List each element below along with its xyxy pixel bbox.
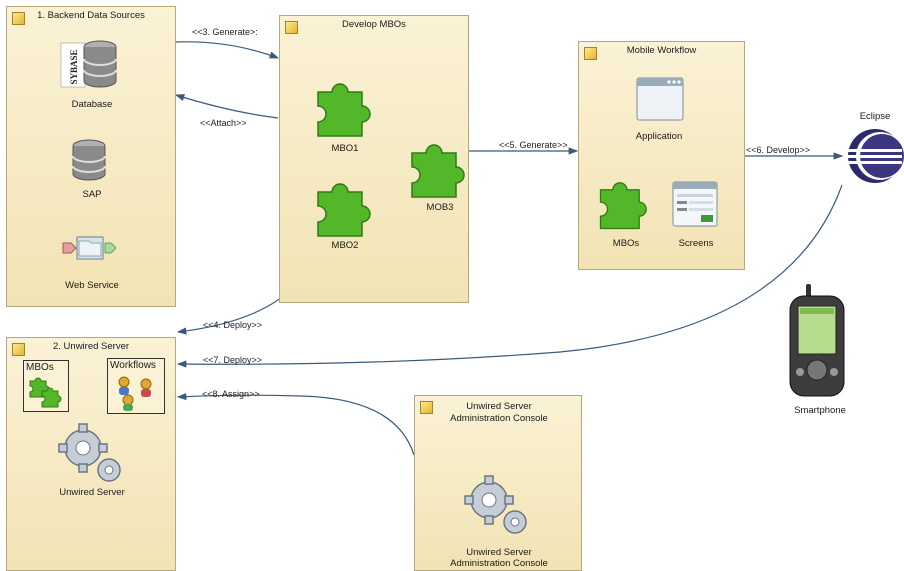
edge-label-generate-5: <<5. Generate>> xyxy=(499,140,568,150)
unwired-server-box[interactable]: 2. Unwired Server MBOs Workflows xyxy=(6,337,176,571)
mini-puzzle-icon xyxy=(28,375,64,414)
sap-database-icon xyxy=(71,139,107,188)
mob3-puzzle-icon xyxy=(408,137,474,204)
mob3-label: MOB3 xyxy=(426,202,454,213)
sybase-database-icon: SYBASE xyxy=(59,37,119,102)
edge-generate-backend-to-mbos xyxy=(175,41,280,59)
subbox-title: MBOs xyxy=(26,362,54,373)
screens-icon xyxy=(671,180,721,235)
mobile-workflow-box[interactable]: Mobile Workflow Application MBOs Screens xyxy=(578,41,745,270)
screens-label: Screens xyxy=(678,238,714,249)
gears-icon xyxy=(461,472,533,543)
edge-deploy-eclipse-to-server xyxy=(176,184,843,368)
box-title: Develop MBOs xyxy=(342,19,406,30)
web-service-label: Web Service xyxy=(65,280,119,291)
edge-attach-mbos-to-backend xyxy=(174,94,279,119)
console-title-line1: Unwired Server xyxy=(466,401,532,412)
sap-label: SAP xyxy=(82,189,102,200)
box-title: Mobile Workflow xyxy=(626,45,697,56)
database-label: Database xyxy=(71,99,113,110)
mbo2-label: MBO2 xyxy=(331,240,359,251)
edge-label-deploy-4: <<4. Deploy>> xyxy=(203,320,263,330)
box-title: 1. Backend Data Sources xyxy=(37,10,145,21)
edge-label-attach: <<Attach>> xyxy=(200,118,247,128)
eclipse-icon[interactable] xyxy=(846,127,904,190)
backend-data-sources-box[interactable]: 1. Backend Data Sources SYBASE Database … xyxy=(6,6,176,307)
unwired-server-label: Unwired Server xyxy=(59,487,125,498)
gears-icon xyxy=(55,420,127,491)
workflow-people-icon xyxy=(114,374,160,417)
server-mbos-subbox[interactable]: MBOs xyxy=(23,360,69,412)
package-icon xyxy=(12,12,25,25)
box-title: 2. Unwired Server xyxy=(52,341,130,352)
package-icon xyxy=(584,47,597,60)
edge-label-develop-6: <<6. Develop>> xyxy=(746,145,811,155)
develop-mbos-box[interactable]: Develop MBOs MBO1 MBO2 MOB3 xyxy=(279,15,469,303)
smartphone-label: Smartphone xyxy=(794,405,846,416)
smartphone-icon[interactable] xyxy=(784,282,850,405)
edge-label-deploy-7: <<7. Deploy>> xyxy=(203,355,263,365)
server-workflows-subbox[interactable]: Workflows xyxy=(107,358,165,414)
console-title-line2: Administration Console xyxy=(450,413,548,424)
package-icon xyxy=(12,343,25,356)
eclipse-label: Eclipse xyxy=(859,111,891,122)
svg-text:SYBASE: SYBASE xyxy=(69,49,79,84)
edge-label-assign-8: <<8. Assign>> xyxy=(202,389,260,399)
console-label-line1: Unwired Server xyxy=(466,547,532,558)
mbo1-puzzle-icon xyxy=(314,76,380,143)
edge-label-generate-3: <<3. Generate>: xyxy=(192,27,258,37)
admin-console-box[interactable]: Unwired Server Administration Console Un… xyxy=(414,395,582,571)
mbos-label: MBOs xyxy=(612,238,640,249)
subbox-title: Workflows xyxy=(110,360,156,371)
mbo2-puzzle-icon xyxy=(314,176,380,243)
mbo1-label: MBO1 xyxy=(331,143,359,154)
mbos-puzzle-icon xyxy=(597,175,655,236)
edge-assign-console-to-server xyxy=(176,392,415,456)
application-label: Application xyxy=(635,131,683,142)
package-icon xyxy=(285,21,298,34)
console-label-line2: Administration Console xyxy=(450,558,548,569)
package-icon xyxy=(420,401,433,414)
web-service-icon xyxy=(61,233,119,268)
application-window-icon xyxy=(635,76,685,127)
